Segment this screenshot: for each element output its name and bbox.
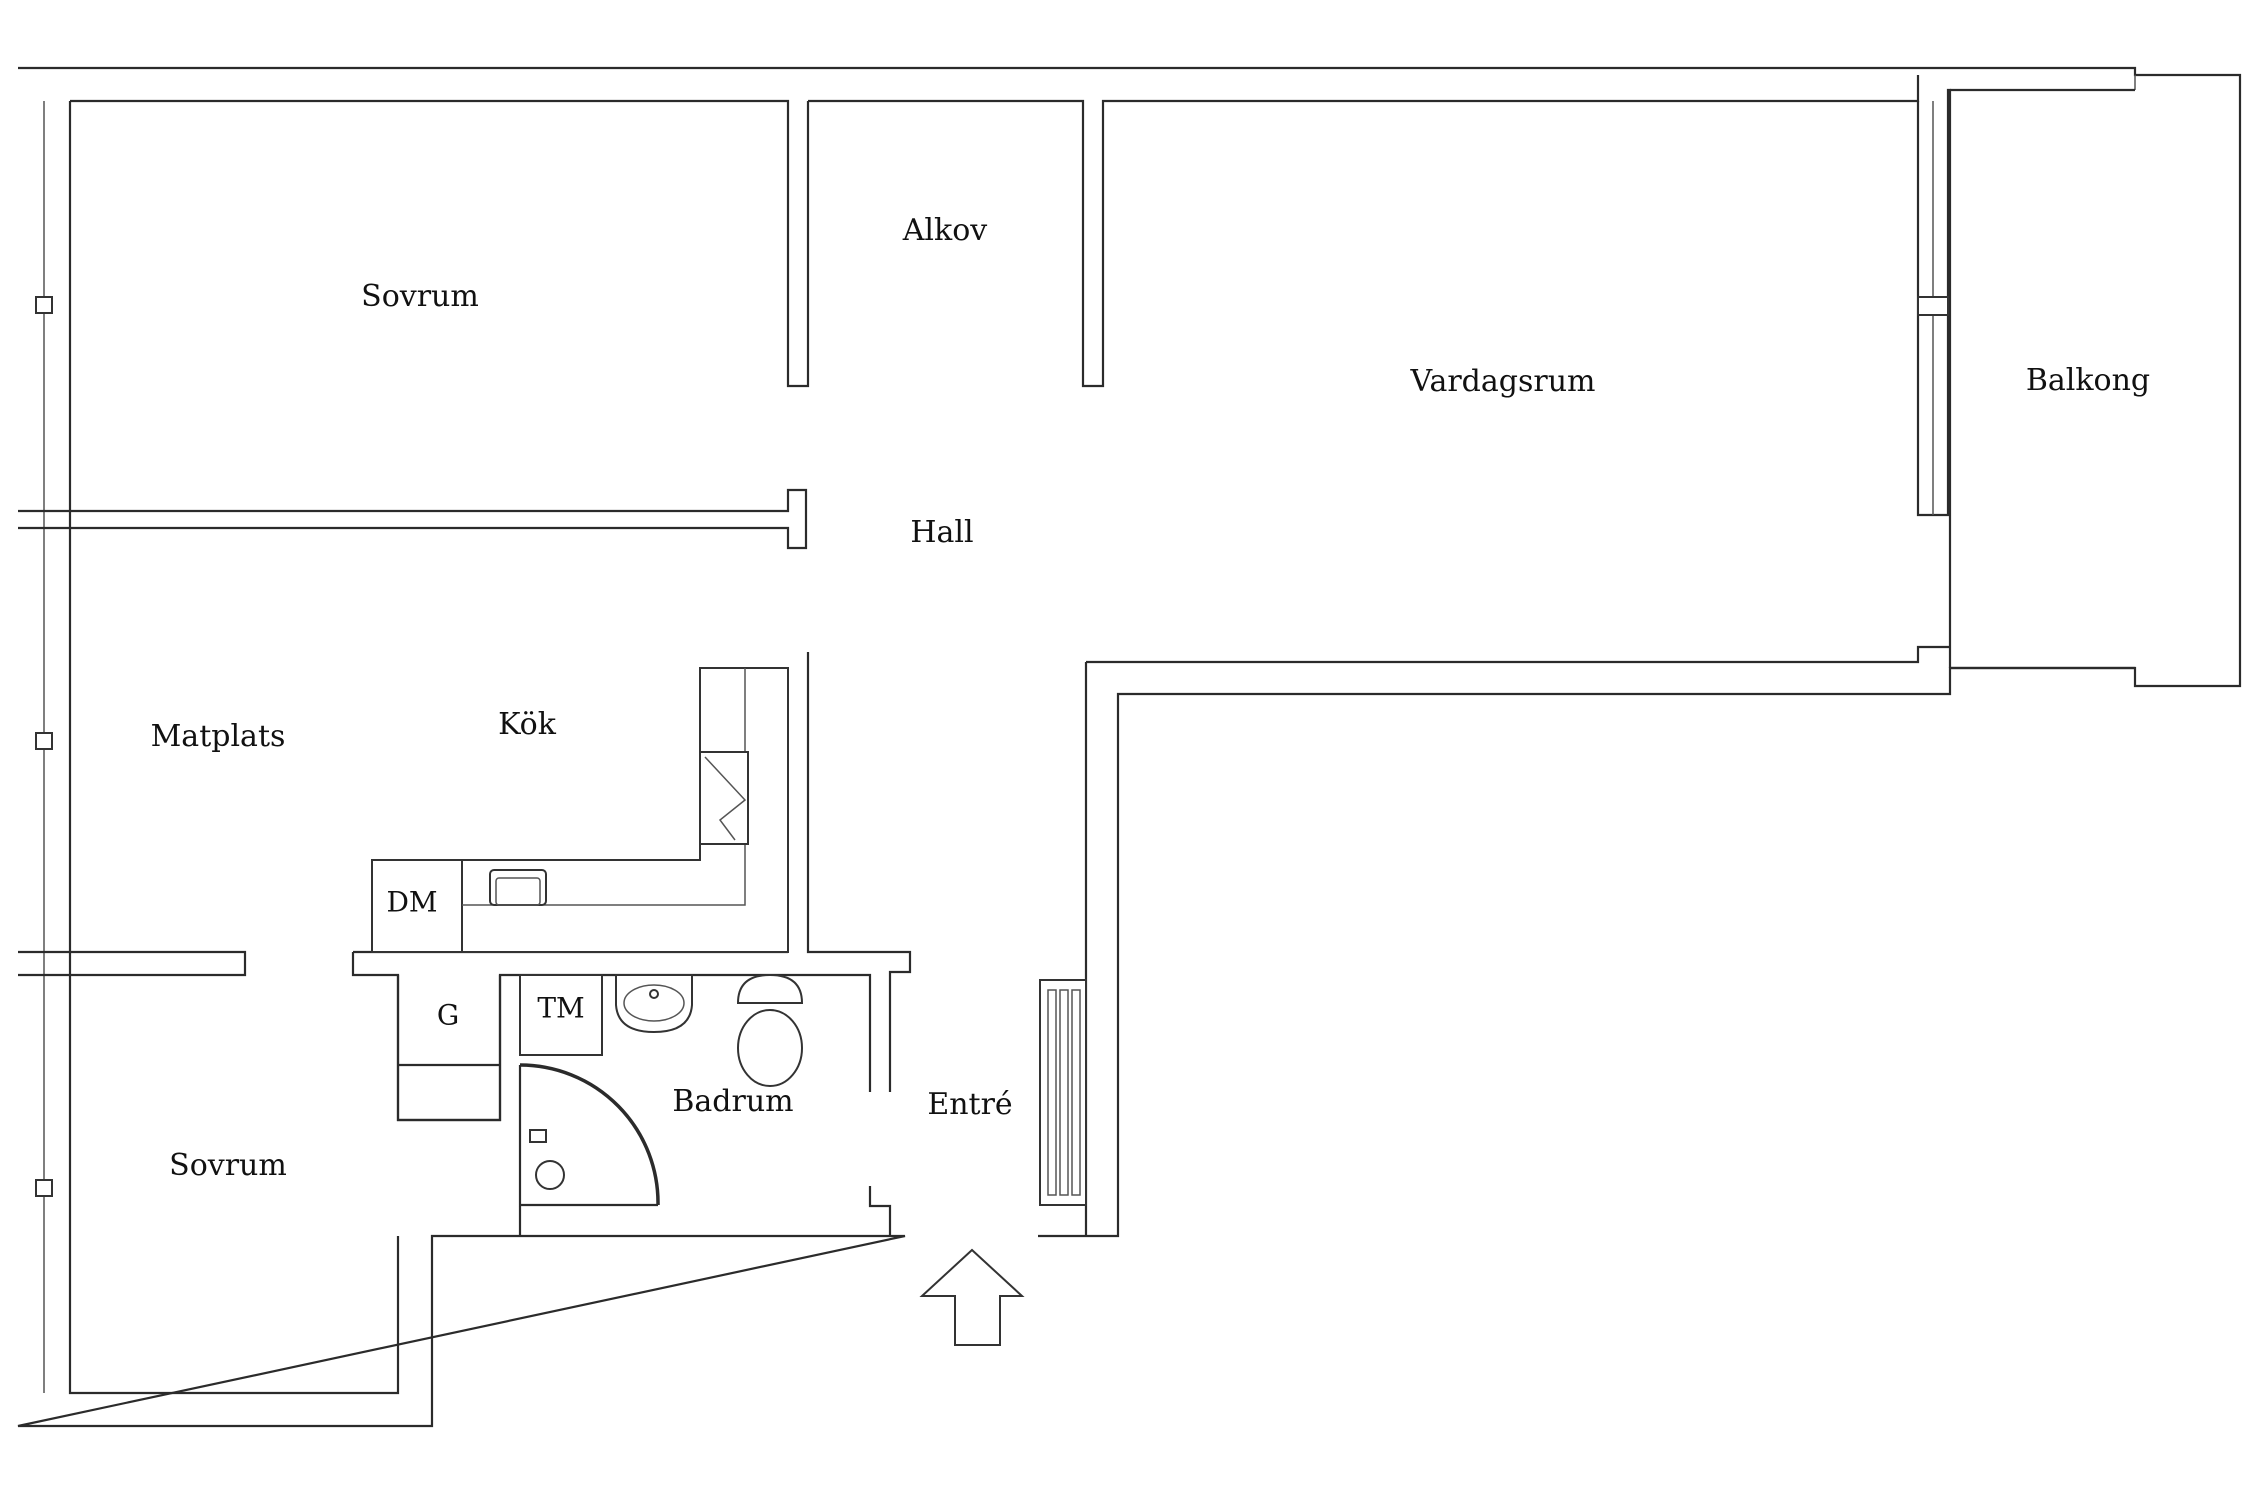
label-kok: Kök: [498, 707, 557, 742]
shower-curve: [519, 1063, 660, 1206]
washbasin-tap: [649, 989, 659, 999]
entre-closet-slot-3: [1071, 989, 1081, 1196]
window-mark-2: [35, 732, 53, 750]
shower-drain: [535, 1160, 565, 1190]
window-mark-1: [35, 296, 53, 314]
toilet-bowl: [737, 1009, 803, 1087]
label-tm: TM: [537, 992, 584, 1025]
closet-g: [396, 975, 502, 1122]
toilet-tank: [736, 973, 804, 1004]
entre-closet-slot-2: [1059, 989, 1069, 1196]
balcony-window-mark: [1917, 296, 1949, 316]
label-hall: Hall: [910, 515, 973, 550]
inner-top-wall: [70, 99, 810, 388]
room-labels: Sovrum Alkov Vardagsrum Balkong Hall Mat…: [151, 213, 2151, 1183]
washbasin: [615, 974, 693, 1034]
kitchen-sink: [489, 869, 547, 906]
outer-walls: [17, 66, 2242, 1428]
label-sovrum-top: Sovrum: [361, 279, 479, 314]
kitchen-sink-inner: [495, 877, 541, 906]
window-mark-3: [35, 1179, 53, 1197]
label-g: G: [437, 999, 459, 1032]
entrance-arrow-icon: [919, 1248, 1025, 1346]
label-sovrum-bottom: Sovrum: [169, 1148, 287, 1183]
label-vardagsrum: Vardagsrum: [1410, 364, 1596, 399]
entre-closet-slot-1: [1047, 989, 1057, 1196]
shower-enclosure: [518, 1065, 658, 1207]
label-balkong: Balkong: [2026, 363, 2150, 398]
bath-bottom-wall: [518, 1186, 892, 1236]
outer-wall-outline: [17, 66, 2242, 1428]
shower-tap: [529, 1129, 547, 1143]
balcony-wall: [1916, 88, 1952, 668]
sovrum-matplats-wall: [18, 488, 808, 550]
interior-walls: [18, 488, 1950, 1236]
label-dm: DM: [386, 886, 437, 919]
washbasin-bowl: [623, 984, 685, 1022]
label-matplats: Matplats: [151, 719, 286, 754]
living-lower-wall: [1084, 645, 1950, 1236]
label-entre: Entré: [927, 1087, 1012, 1122]
washing-machine: [519, 974, 603, 1056]
kitchen-wall: [806, 652, 912, 1092]
label-badrum: Badrum: [672, 1084, 793, 1119]
label-alkov: Alkov: [902, 213, 988, 248]
counter-edge: [462, 668, 746, 906]
matplats-sovrum-wall: [18, 950, 247, 977]
fridge: [699, 751, 749, 845]
entre-closet: [1039, 979, 1087, 1206]
fridge-door: [704, 756, 747, 841]
inner-wall-outline: [68, 101, 400, 1395]
